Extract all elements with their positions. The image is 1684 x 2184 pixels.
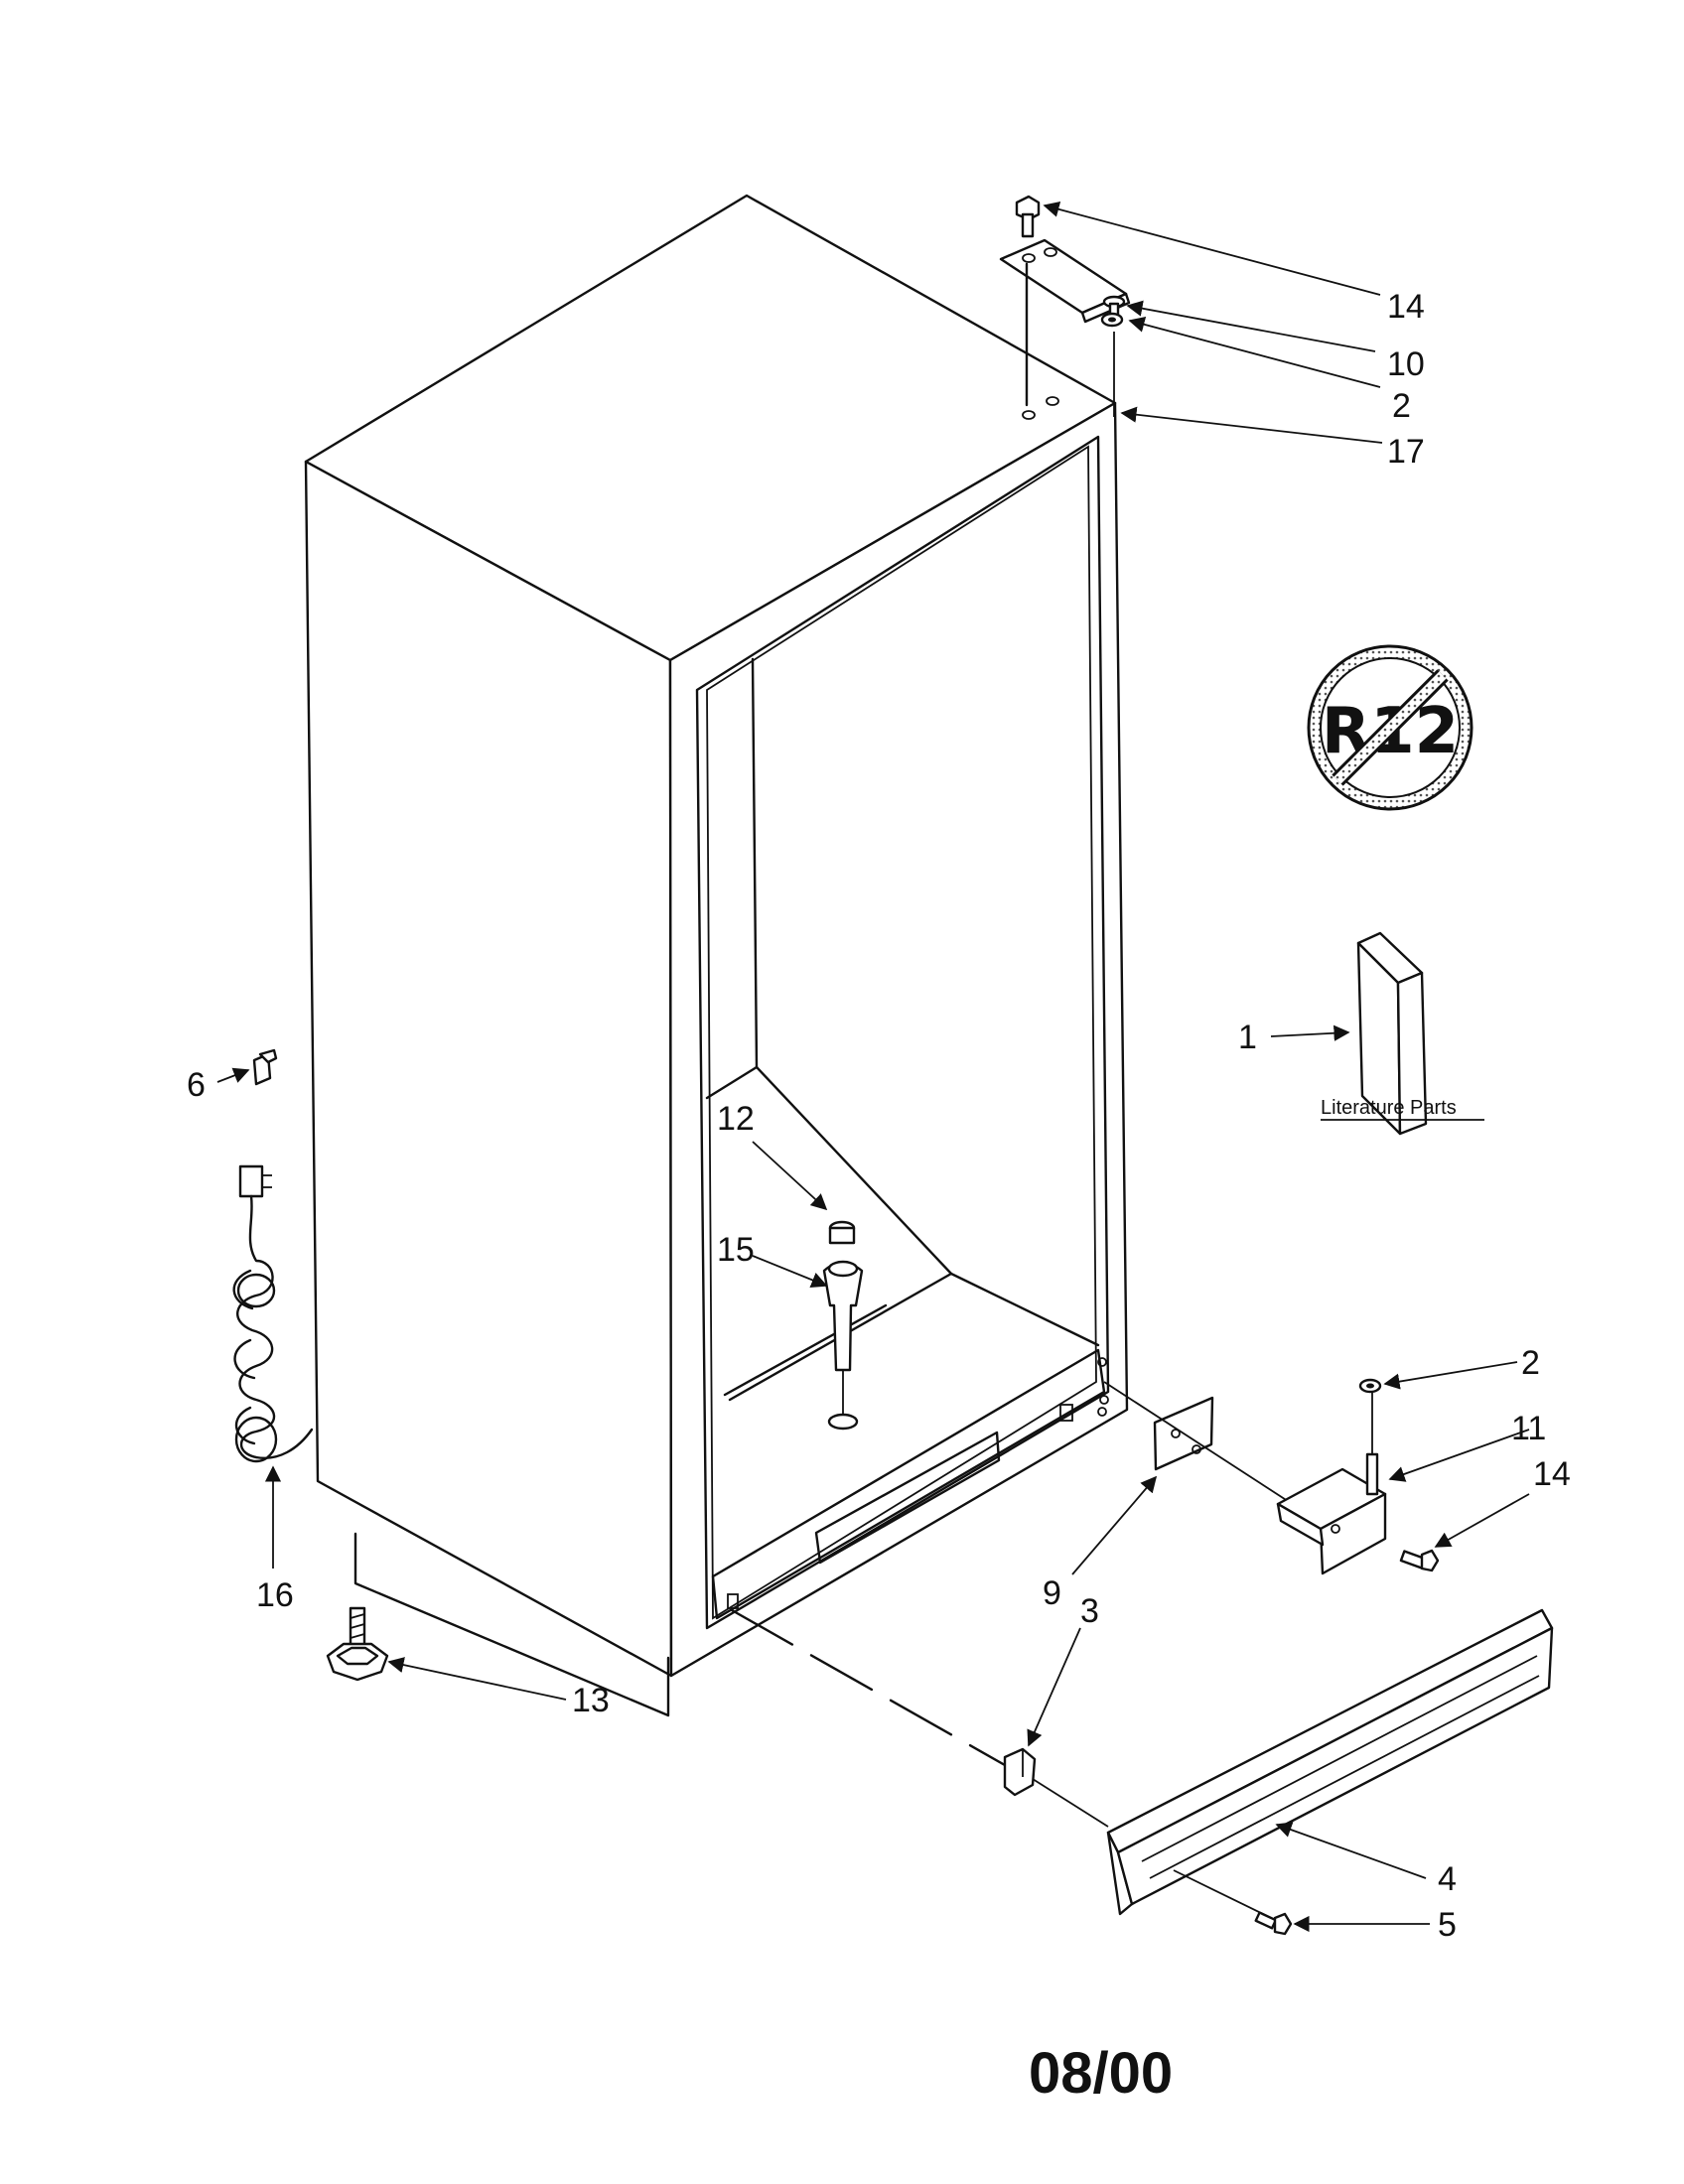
freezer-cabinet	[304, 194, 1129, 1717]
kickplate-screw	[1254, 1911, 1293, 1936]
bottom-hinge-pin	[1365, 1452, 1379, 1496]
leveling-leg	[326, 1606, 389, 1682]
callout-2-top: 2	[1392, 387, 1411, 425]
callout-1: 1	[1238, 1019, 1257, 1056]
top-hinge-hole	[1022, 410, 1036, 420]
grille-front-face	[1116, 1626, 1554, 1906]
hinge-hole-upper	[1097, 1357, 1107, 1367]
hinge-hole-lower	[1099, 1395, 1109, 1405]
cabinet-front-frame	[668, 401, 1129, 1678]
cord-clip	[252, 1048, 278, 1086]
callout-5: 5	[1438, 1906, 1457, 1944]
top-hinge-assembly	[999, 195, 1131, 417]
front-frame-slot	[1059, 1404, 1073, 1422]
power-plug	[238, 1164, 264, 1198]
kickplate-clip	[1003, 1747, 1037, 1797]
callout-15: 15	[717, 1231, 755, 1269]
washer-bottom	[1358, 1378, 1382, 1394]
callout-9: 9	[1043, 1574, 1061, 1612]
base-front-panel	[711, 1348, 1106, 1620]
hinge-screw-top	[1015, 195, 1041, 238]
callout-3: 3	[1080, 1592, 1099, 1630]
cabinet-opening	[695, 435, 1110, 1630]
hinge-hole-3	[1097, 1407, 1107, 1417]
cabinet-left-side	[304, 460, 673, 1678]
callout-leaders	[216, 201, 1530, 1933]
literature-parts-caption: Literature Parts	[1321, 1097, 1457, 1119]
kickplate-grille	[1106, 1608, 1554, 1916]
no-r12-badge: R12	[1307, 644, 1474, 811]
callout-labels: 14 10 2 17 1 6 12 15 16 13 2 11 14 9 3 4…	[187, 288, 1571, 1944]
interior-floor-edge	[705, 1065, 1100, 1347]
callout-14-top: 14	[1387, 288, 1425, 326]
callout-14-bottom: 14	[1533, 1455, 1571, 1493]
hinge-screw-bottom	[1399, 1549, 1440, 1572]
bottom-hinge-assembly	[1103, 1378, 1440, 1575]
date-code: 08/00	[1029, 2041, 1173, 2106]
kickplate-alignment-line	[730, 1608, 1007, 1767]
kickplate-mount-slot	[727, 1593, 739, 1609]
cabinet-base-rail	[353, 1532, 670, 1717]
callout-17: 17	[1387, 433, 1425, 471]
callout-12: 12	[717, 1100, 755, 1138]
callout-11: 11	[1511, 1410, 1546, 1447]
base-vent-slot	[814, 1431, 1001, 1565]
interior-back-left-edge	[751, 657, 759, 1069]
interior-shelf-line	[723, 1303, 888, 1397]
top-hinge-hole-2	[1046, 396, 1059, 406]
grille-top-face	[1106, 1608, 1554, 1854]
callout-4: 4	[1438, 1860, 1457, 1898]
callout-13: 13	[572, 1682, 610, 1719]
washer-top	[1100, 312, 1124, 328]
callout-10: 10	[1387, 345, 1425, 383]
callout-6: 6	[187, 1066, 206, 1104]
callout-16: 16	[256, 1576, 294, 1614]
drain-assembly	[822, 1220, 864, 1431]
bottom-hinge-bracket-flange	[1319, 1492, 1387, 1575]
power-cord	[232, 1164, 314, 1463]
literature-booklet	[1356, 931, 1428, 1136]
callout-2-bottom: 2	[1521, 1344, 1540, 1382]
cabinet-opening-inner-edge	[706, 445, 1097, 1620]
